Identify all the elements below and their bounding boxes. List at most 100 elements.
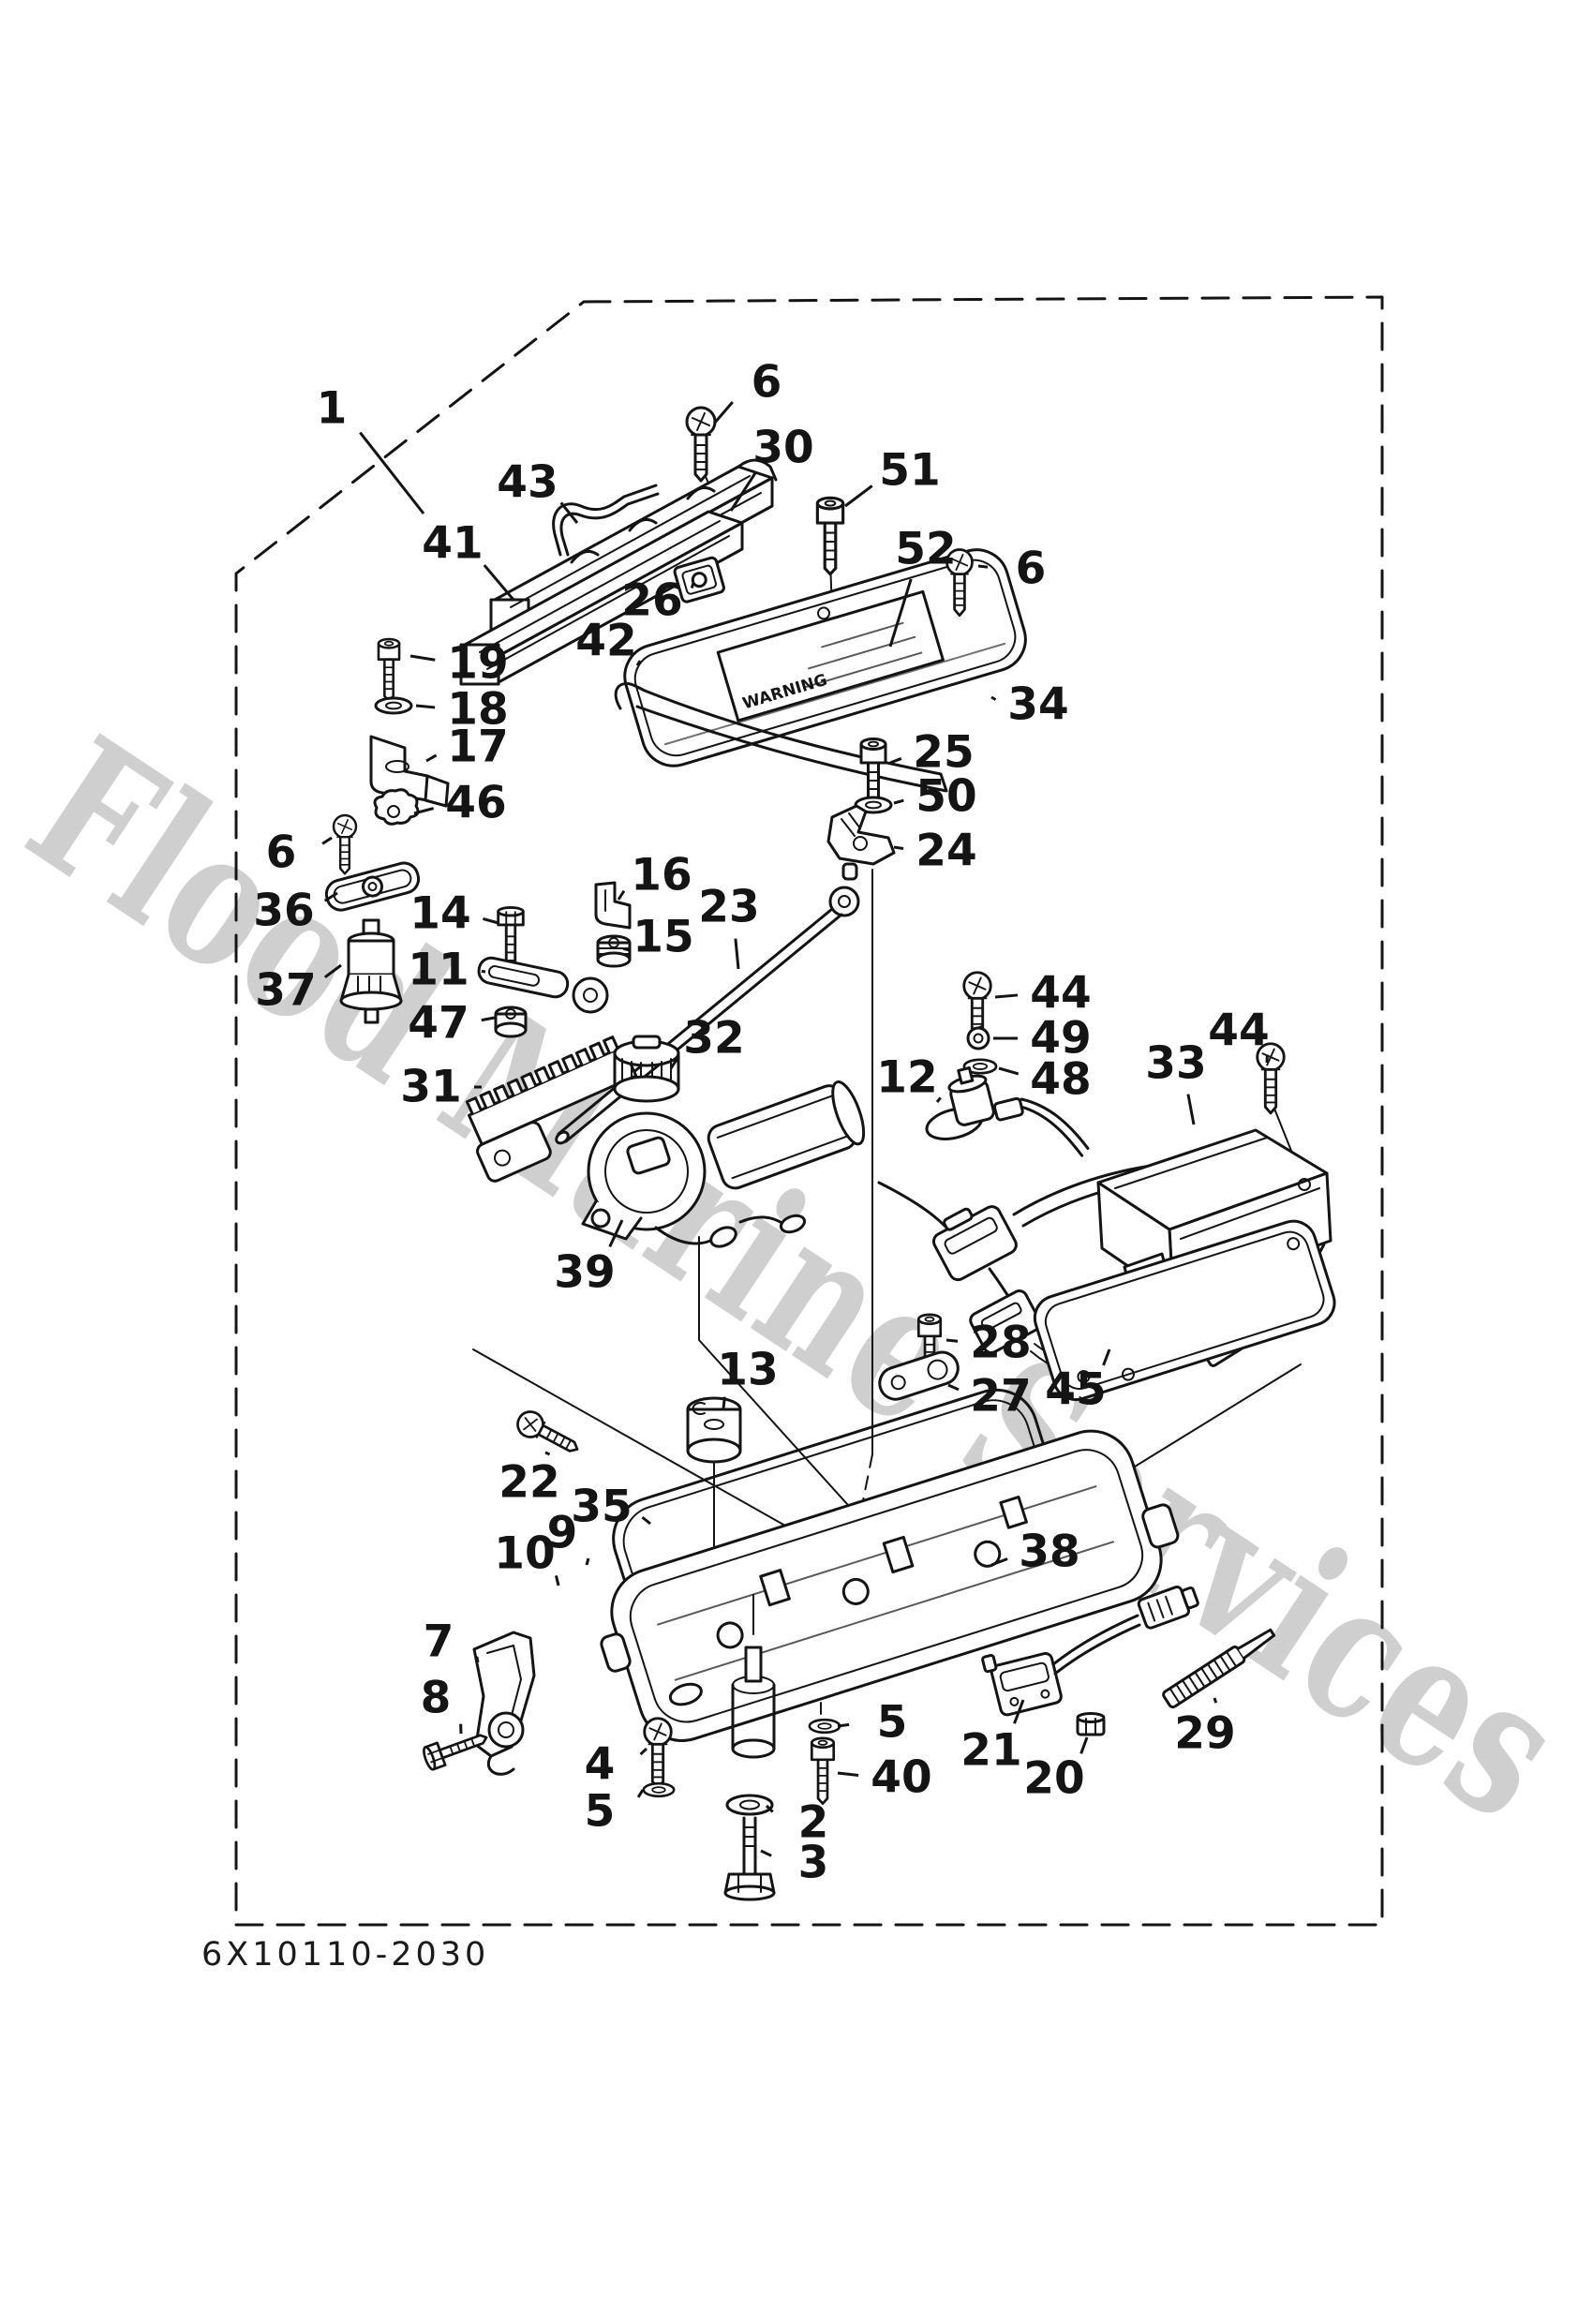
callout-leader-30-2	[729, 471, 757, 512]
callout-leader-26-8	[690, 582, 695, 588]
part-link-11	[477, 956, 609, 1014]
washer-5a-icon	[642, 1781, 676, 1798]
callout-leader-44-27	[994, 993, 1019, 999]
callout-label-50-16: 50	[916, 771, 976, 823]
screw-4-icon	[643, 1717, 673, 1790]
screw-19-icon	[377, 637, 401, 703]
callout-leader-20-48	[1079, 1736, 1089, 1754]
part-clamp-24	[826, 804, 896, 881]
part-clip-17	[369, 735, 450, 808]
callout-label-46-15: 46	[445, 778, 506, 829]
callout-leader-37-25	[323, 963, 342, 979]
callout-label-29-49: 29	[1174, 1708, 1235, 1760]
callout-label-14-21: 14	[409, 888, 470, 940]
part-gear-32	[613, 1035, 680, 1103]
part-link-plate-27	[878, 1350, 960, 1401]
callout-leader-4-50	[639, 1747, 648, 1756]
part-bracket-lower-41	[459, 510, 744, 686]
callout-leader-36-19	[323, 891, 338, 902]
callout-label-25-14: 25	[913, 727, 974, 779]
callout-leader-38-44	[990, 1557, 1008, 1567]
callout-leader-16-20	[617, 889, 626, 901]
callout-leader-6-1	[712, 401, 734, 425]
callout-label-6-17: 6	[266, 827, 297, 879]
callout-label-40-53: 40	[871, 1752, 931, 1804]
part-cover-34: WARNING	[623, 548, 1027, 767]
callout-label-5-51: 5	[585, 1786, 616, 1838]
callout-label-38-44: 38	[1019, 1527, 1079, 1578]
callout-leader-40-53	[837, 1771, 859, 1777]
callout-label-35-41: 35	[571, 1482, 632, 1533]
callout-leader-19-11	[409, 654, 436, 662]
callout-leader-5-51	[636, 1789, 645, 1798]
nut-20-icon	[1076, 1712, 1106, 1736]
part-grommet-47	[494, 1006, 528, 1038]
callout-leader-24-18	[893, 845, 904, 851]
callout-label-28-36: 28	[970, 1318, 1031, 1369]
callout-label-51-3: 51	[879, 445, 940, 497]
warning-sticker	[716, 589, 945, 723]
washer-5b-icon	[808, 1718, 841, 1735]
callout-leader-11-24	[481, 969, 486, 974]
callout-label-37-25: 37	[255, 965, 316, 1017]
callout-leader-27-37	[947, 1383, 960, 1392]
callout-leader-14-21	[483, 916, 499, 925]
callout-leader-1-0	[359, 431, 425, 514]
callout-label-18-12: 18	[447, 684, 508, 736]
callout-leader-21-47	[1013, 1699, 1025, 1724]
callout-leader-47-26	[481, 1016, 496, 1022]
callout-label-45-38: 45	[1045, 1364, 1106, 1416]
callout-leader-48-29	[998, 1066, 1020, 1076]
callout-leader-2-54	[765, 1804, 774, 1813]
callout-leader-34-10	[990, 695, 997, 701]
callout-label-5-52: 5	[877, 1697, 908, 1749]
washer-2-icon	[725, 1794, 774, 1816]
callout-label-30-2: 30	[752, 423, 813, 474]
callout-label-11-24: 11	[408, 945, 469, 996]
callout-label-48-29: 48	[1030, 1054, 1091, 1106]
washer-18-icon	[374, 696, 413, 715]
callout-label-1-0: 1	[317, 383, 348, 435]
callout-label-47-26: 47	[408, 998, 469, 1050]
callout-leader-7-45	[475, 1656, 480, 1663]
part-wire-clip-43	[552, 484, 660, 557]
callout-leader-23-22	[734, 938, 740, 970]
callout-leader-52-5	[888, 578, 913, 648]
callout-label-34-10: 34	[1007, 679, 1068, 731]
callout-label-26-8: 26	[621, 575, 682, 627]
callout-leader-28-36	[945, 1338, 959, 1343]
callout-label-21-47: 21	[960, 1725, 1021, 1777]
bolt-3-icon	[723, 1816, 776, 1901]
part-sensor-37	[339, 918, 403, 1024]
screw-6a-icon	[685, 406, 717, 483]
callout-label-36-19: 36	[253, 886, 314, 937]
part-rod-23	[555, 886, 860, 1145]
part-grommet-15	[596, 934, 632, 968]
callout-leader-6-6	[977, 564, 989, 569]
callout-leader-32-33	[669, 1055, 680, 1069]
callout-label-44-27: 44	[1030, 968, 1091, 1020]
callout-leader-41-7	[483, 564, 515, 601]
callout-label-12-30: 12	[876, 1052, 937, 1104]
callout-leader-3-55	[760, 1849, 772, 1857]
part-grommet-13	[686, 1396, 742, 1464]
callout-leader-33-31	[1186, 1094, 1196, 1125]
callout-label-9-42: 9	[547, 1508, 578, 1559]
part-cover-plate-45	[1033, 1219, 1336, 1402]
callout-leader-22-40	[544, 1451, 551, 1456]
callout-label-39-35: 39	[554, 1247, 615, 1299]
part-nut-26	[673, 556, 725, 603]
callout-label-23-22: 23	[698, 882, 759, 933]
callout-label-2-54: 2	[798, 1797, 829, 1849]
callout-leader-17-13	[425, 753, 438, 763]
callout-label-52-5: 52	[895, 524, 956, 575]
callout-leader-5-52	[837, 1722, 850, 1728]
callout-label-22-40: 22	[499, 1457, 559, 1509]
callout-label-24-18: 24	[916, 826, 976, 877]
callout-leader-18-12	[415, 704, 436, 709]
callout-label-19-11: 19	[447, 638, 508, 690]
part-motor-39	[581, 1080, 866, 1248]
screw-51-icon	[815, 496, 845, 576]
part-cable-tie-29	[1162, 1628, 1276, 1709]
